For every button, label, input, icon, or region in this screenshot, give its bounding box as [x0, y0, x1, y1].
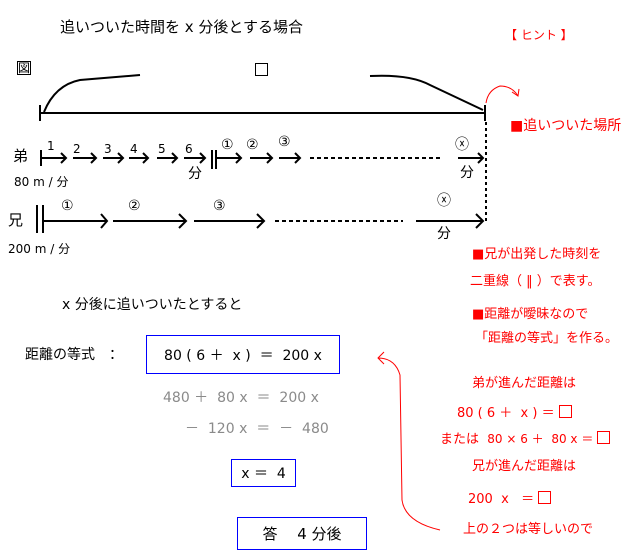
minute-label: 6 [185, 142, 193, 156]
assumption-text: x 分後に追いついたとすると [62, 297, 243, 313]
hint-5: 弟が進んだ距離は [472, 376, 577, 391]
old-brother-name: 兄 [8, 211, 24, 229]
brace-left [43, 74, 141, 113]
minute-label: 3 [104, 142, 112, 156]
minute-label: 2 [73, 142, 81, 156]
page-title: 追いついた時間を x 分後とする場合 [60, 18, 303, 36]
old-x-unit: 分 [437, 226, 451, 242]
minute-label: 1 [47, 139, 55, 153]
young-brother-arrows [40, 150, 485, 169]
figure-label: 図 [17, 61, 32, 75]
minute-label: 4 [130, 142, 138, 156]
old-label: ② [128, 198, 141, 214]
x-unit: 分 [460, 165, 474, 181]
old-x-label: ⓧ [437, 193, 451, 209]
old-brother-arrows [36, 205, 485, 233]
after-label: ① [221, 137, 234, 153]
result-box: x ＝ 4 [231, 459, 296, 487]
hint-9: 200 x ＝ [468, 491, 552, 508]
old-label: ① [61, 198, 74, 214]
hint-7: または 80 × 6 ＋ 80 x ＝ [440, 431, 611, 448]
hint-3: ■距離が曖昧なので [472, 307, 589, 322]
link-arrow-icon [377, 351, 441, 531]
young-brother-speed: 80 m / 分 [14, 175, 69, 189]
old-brother-speed: 200 m / 分 [8, 242, 71, 256]
answer-box: 答 4 分後 [237, 517, 367, 550]
x-label: ⓧ [455, 137, 469, 153]
equation-label: 距離の等式 ： [25, 347, 123, 363]
hint-2: 二重線（ ‖ ）で表す。 [470, 274, 601, 289]
old-label: ③ [213, 198, 226, 214]
unknown-distance-box [255, 63, 268, 79]
hint-1: ■兄が出発した時刻を [472, 247, 602, 262]
brace-right [369, 74, 484, 111]
hint-4: 「距離の等式」を作る。 [475, 331, 619, 346]
minute-unit: 分 [188, 166, 202, 182]
hint-8: 兄が進んだ距離は [472, 459, 577, 474]
hint-6: 80 ( 6 ＋ x ) ＝ [457, 405, 572, 422]
catch-point-arrow-icon [485, 85, 520, 104]
catch-point-label: ■追いついた場所 [510, 118, 622, 134]
after-label: ② [246, 137, 259, 153]
after-label: ③ [278, 134, 291, 150]
hint-label: 【 ヒント 】 [505, 28, 573, 42]
step-2: － 120 x ＝ － 480 [185, 421, 329, 437]
minute-label: 5 [158, 142, 166, 156]
equation-box: 80 ( 6 ＋ x ) ＝ 200 x [146, 335, 340, 374]
young-brother-name: 弟 [13, 147, 29, 165]
step-1: 480 ＋ 80 x ＝ 200 x [163, 390, 319, 406]
hint-10: 上の２つは等しいので [463, 522, 594, 537]
